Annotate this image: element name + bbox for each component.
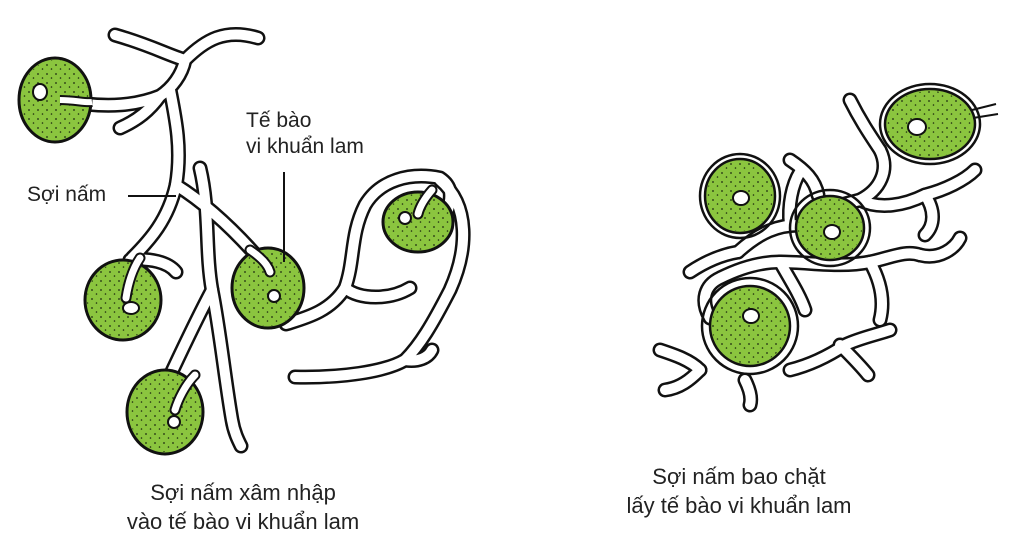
cyanobacteria-cell-label: Tế bào vi khuẩn lam xyxy=(246,108,364,160)
cell xyxy=(230,246,306,330)
right-caption: Sợi nấm bao chặt lấy tế bào vi khuẩn lam xyxy=(596,462,882,520)
left-cyanobacteria-cells xyxy=(17,56,455,456)
left-caption-line2: vào tế bào vi khuẩn lam xyxy=(126,509,360,534)
right-caption-line1: Sợi nấm bao chặt xyxy=(652,464,826,489)
right-caption-line2: lấy tế bào vi khuẩn lam xyxy=(626,493,852,518)
cell-label-line1: Tế bào xyxy=(246,109,312,132)
left-caption: Sợi nấm xâm nhập vào tế bào vi khuẩn lam xyxy=(100,478,386,536)
cell xyxy=(878,82,999,166)
cell xyxy=(698,152,782,240)
cell xyxy=(788,188,872,268)
left-hyphae-network xyxy=(52,27,471,454)
left-caption-line1: Sợi nấm xâm nhập xyxy=(150,480,336,505)
right-cyanobacteria-cells xyxy=(698,82,999,376)
cell-label-line2: vi khuẩn lam xyxy=(246,135,364,158)
hypha-label: Sợi nấm xyxy=(27,183,107,206)
cell xyxy=(381,190,455,254)
cell xyxy=(17,56,93,144)
cell xyxy=(700,276,800,376)
